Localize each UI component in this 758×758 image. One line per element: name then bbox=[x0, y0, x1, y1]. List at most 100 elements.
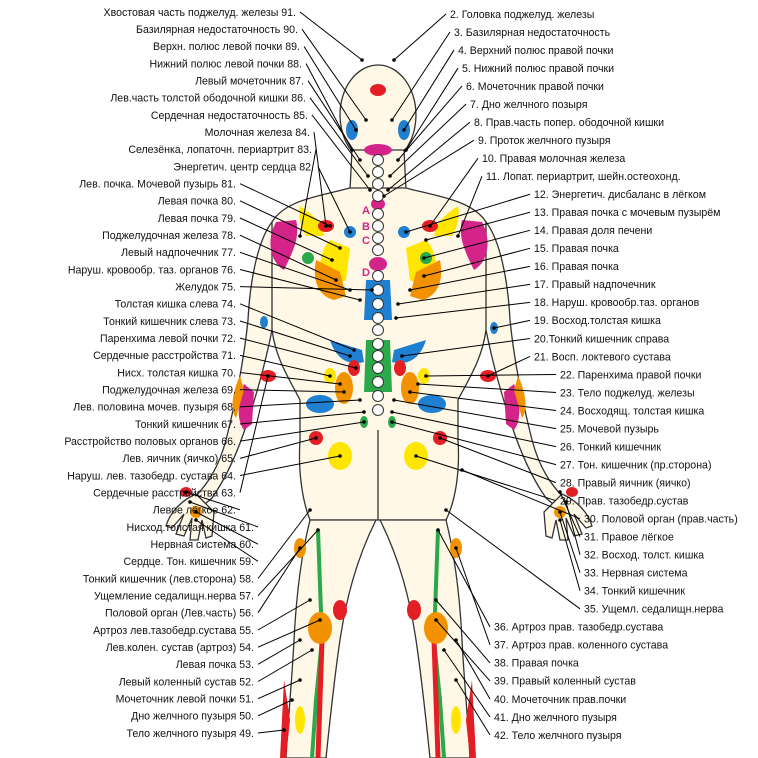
label-right-3: 3. Базилярная недостаточность bbox=[454, 27, 611, 39]
spine-vertebra bbox=[372, 232, 384, 244]
leader-dot-left-74 bbox=[352, 348, 356, 352]
label-left-81: Лев. почка. Мочевой пузырь 81. bbox=[79, 178, 236, 190]
label-left-89: Верхн. полюс левой почки 89. bbox=[153, 41, 300, 53]
zone-left-arm-orange bbox=[232, 376, 244, 418]
label-right-20: 20.Тонкий кишечник справа bbox=[534, 333, 669, 345]
leader-dot-right-41 bbox=[442, 648, 446, 652]
label-right-26: 26. Тонкий кишечник bbox=[560, 441, 661, 453]
label-left-72: Паренхима левой почки 72. bbox=[100, 333, 236, 345]
leader-left-83 bbox=[299, 149, 317, 237]
leader-right-2 bbox=[393, 13, 447, 61]
leader-dot-left-53 bbox=[298, 638, 302, 642]
zone-left-green bbox=[302, 252, 314, 264]
leader-right-12 bbox=[405, 193, 531, 233]
leader-left-78 bbox=[239, 234, 337, 281]
spine-vertebra bbox=[372, 312, 384, 324]
leader-dot-left-82 bbox=[348, 230, 352, 234]
zone-right-blue-1 bbox=[398, 226, 410, 238]
label-left-61: Нисход.толстая кишка 61. bbox=[127, 522, 254, 534]
spine-vertebra bbox=[372, 166, 384, 178]
leader-dot-left-63 bbox=[266, 374, 270, 378]
leader-dot-left-89 bbox=[354, 128, 358, 132]
leader-dot-left-52 bbox=[310, 648, 314, 652]
leader-left-63 bbox=[239, 375, 269, 493]
leader-dot-right-33 bbox=[558, 510, 562, 514]
label-right-6: 6. Мочеточник правой почки bbox=[466, 81, 604, 93]
zone-neck bbox=[364, 144, 392, 156]
leader-dot-left-83 bbox=[298, 234, 302, 238]
leader-dot-right-17 bbox=[396, 302, 400, 306]
leader-left-55 bbox=[257, 599, 311, 631]
leader-right-14 bbox=[423, 229, 531, 259]
leader-left-77 bbox=[239, 251, 351, 291]
label-left-56: Половой орган (Лев.часть) 56. bbox=[105, 608, 254, 620]
leader-right-38 bbox=[435, 599, 491, 664]
label-left-79: Левая почка 79. bbox=[158, 213, 236, 225]
leader-dot-left-58 bbox=[308, 508, 312, 512]
label-left-50: Дно желчного пузыря 50. bbox=[131, 711, 254, 723]
leader-left-56 bbox=[257, 547, 301, 614]
leader-right-25 bbox=[393, 399, 557, 430]
label-right-5: 5. Нижний полюс правой почки bbox=[462, 63, 614, 75]
label-left-88: Нижний полюс левой почки 88. bbox=[149, 58, 302, 70]
leader-right-37 bbox=[455, 547, 491, 646]
spine-vertebra bbox=[372, 376, 384, 388]
label-left-52: Левый коленный сустав 52. bbox=[119, 676, 254, 688]
leader-left-70 bbox=[239, 372, 341, 385]
label-right-38: 38. Правая почка bbox=[494, 658, 579, 670]
leader-right-8 bbox=[387, 121, 471, 191]
leader-right-7 bbox=[389, 103, 467, 177]
leader-dot-right-15 bbox=[422, 274, 426, 278]
leader-dot-left-68 bbox=[358, 398, 362, 402]
leader-dot-right-22 bbox=[424, 374, 428, 378]
leader-left-75 bbox=[239, 286, 373, 291]
zone-right-calf-yellow bbox=[451, 706, 461, 734]
label-left-84: Молочная железа 84. bbox=[205, 127, 310, 139]
leader-right-39 bbox=[435, 619, 491, 682]
leader-dot-right-37 bbox=[454, 546, 458, 550]
leader-dot-left-80 bbox=[338, 246, 342, 250]
leader-left-86 bbox=[309, 97, 369, 177]
label-right-22: 22. Паренхима правой почки bbox=[560, 369, 701, 381]
leader-left-85 bbox=[311, 114, 371, 191]
leader-dot-left-51 bbox=[298, 678, 302, 682]
spine-letter: A bbox=[362, 205, 370, 217]
label-left-60: Нервная система 60. bbox=[151, 539, 254, 551]
leader-left-51 bbox=[257, 679, 301, 700]
leader-right-20 bbox=[401, 337, 531, 357]
leader-dot-left-78 bbox=[334, 278, 338, 282]
label-left-67: Тонкий кишечник 67. bbox=[135, 419, 236, 431]
label-right-39: 39. Правый коленный сустав bbox=[494, 676, 636, 688]
leader-dot-left-49 bbox=[282, 728, 286, 732]
spine-vertebra bbox=[372, 178, 384, 190]
label-left-80: Левая почка 80. bbox=[158, 196, 236, 208]
label-left-86: Лев.часть толстой ободочной кишки 86. bbox=[110, 93, 306, 105]
leader-dot-right-19 bbox=[492, 326, 496, 330]
leader-dot-left-66 bbox=[362, 420, 366, 424]
spine-vertebra bbox=[372, 324, 384, 336]
leader-dot-right-13 bbox=[424, 238, 428, 242]
leader-left-79 bbox=[239, 217, 333, 261]
leader-left-54 bbox=[257, 619, 321, 648]
leader-dot-left-77 bbox=[348, 288, 352, 292]
leader-right-26 bbox=[391, 411, 557, 448]
label-left-73: Тонкий кишечник слева 73. bbox=[103, 316, 236, 328]
leader-dot-right-3 bbox=[390, 118, 394, 122]
zone-upper-left bbox=[299, 206, 324, 236]
leader-dot-right-4 bbox=[402, 128, 406, 132]
leader-dot-right-39 bbox=[434, 618, 438, 622]
leader-dot-right-26 bbox=[390, 410, 394, 414]
leader-dot-left-76 bbox=[358, 298, 362, 302]
leader-right-16 bbox=[409, 265, 531, 291]
spine-vertebra bbox=[372, 338, 384, 350]
zone-spine-magenta-2 bbox=[371, 198, 385, 210]
leader-dot-right-18 bbox=[394, 316, 398, 320]
zone-right-calf-red bbox=[466, 680, 476, 758]
label-left-78: Поджелудочная железа 78. bbox=[102, 230, 236, 242]
leader-dot-left-79 bbox=[330, 258, 334, 262]
leader-right-5 bbox=[405, 67, 459, 151]
label-right-32: 32. Восход. толст. кишка bbox=[584, 550, 704, 562]
zone-left-kidney-blue bbox=[306, 395, 334, 413]
leader-dot-left-57 bbox=[316, 528, 320, 532]
